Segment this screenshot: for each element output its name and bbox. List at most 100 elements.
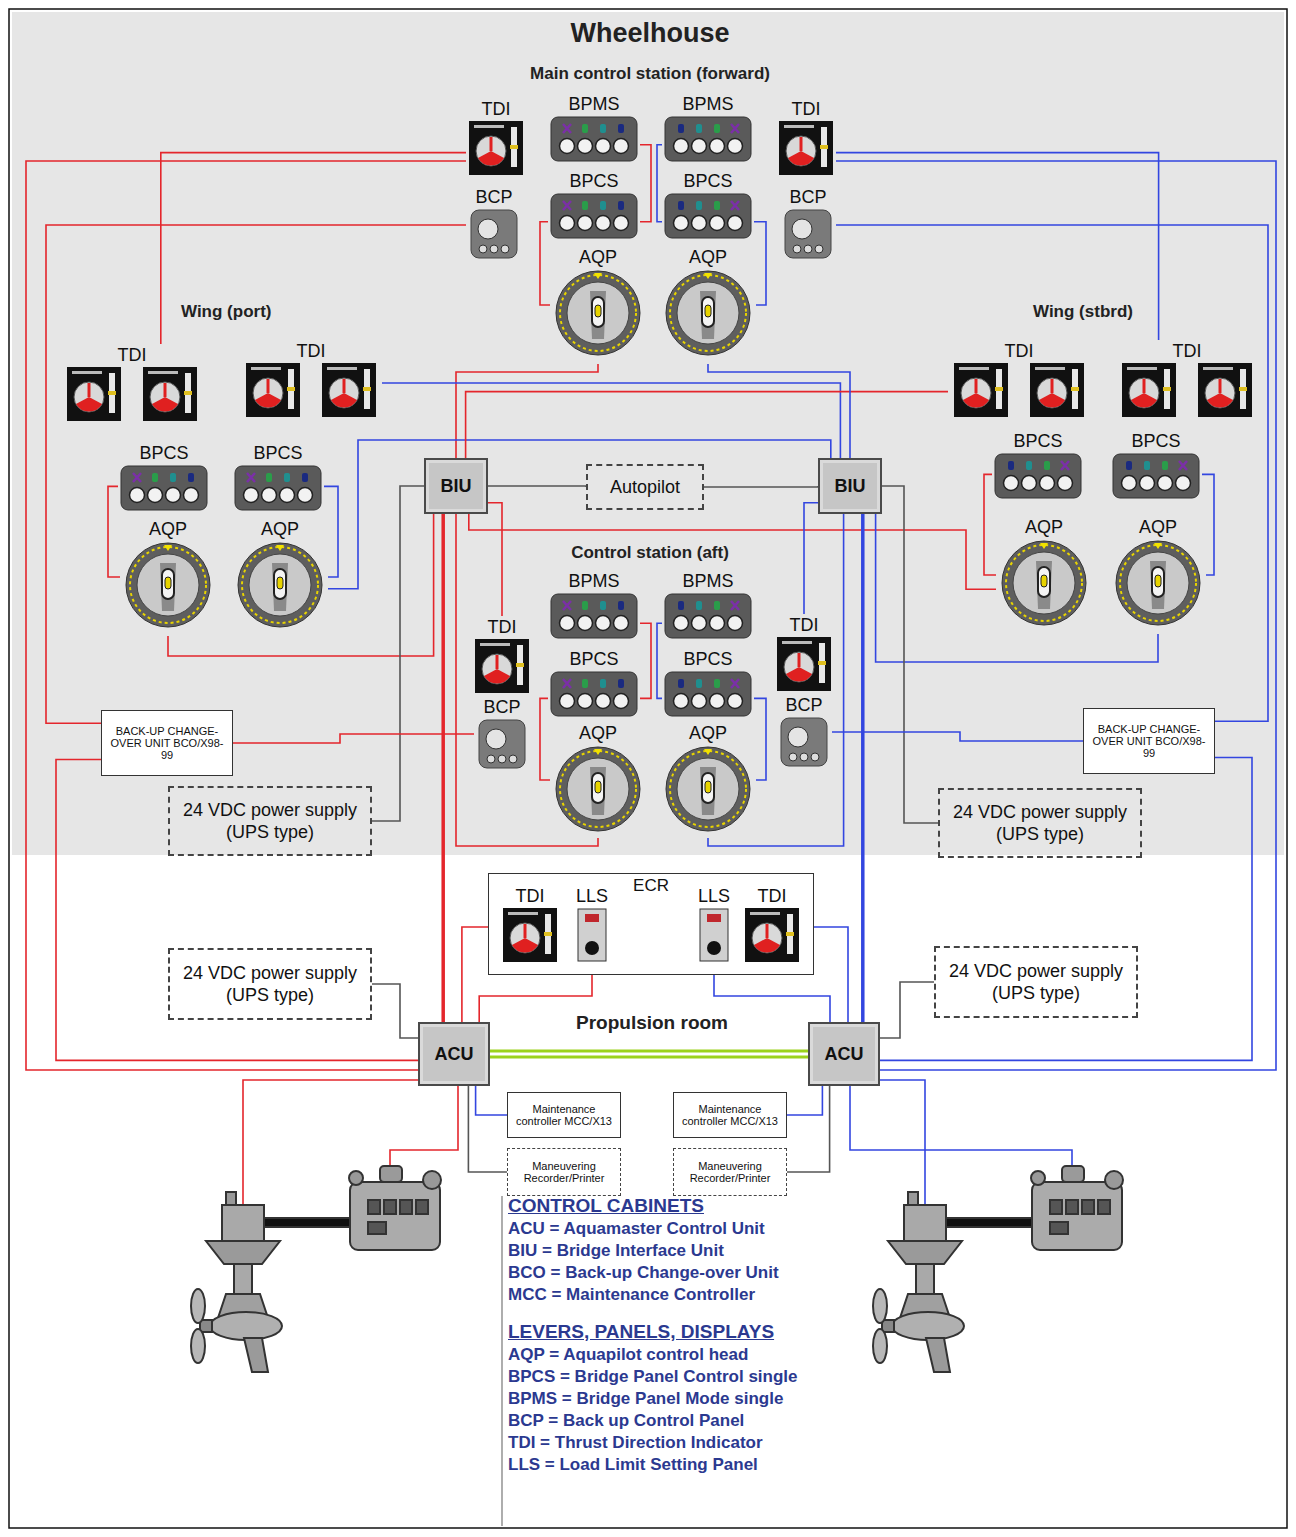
device-graphic bbox=[996, 539, 1092, 627]
device-label: AQP bbox=[686, 722, 730, 744]
aquapilot-head: AQP bbox=[1110, 516, 1206, 634]
aquapilot-head: AQP bbox=[232, 518, 328, 636]
tdi-display bbox=[777, 637, 831, 691]
wire bbox=[657, 623, 662, 698]
glossary-entry: BPCS = Bridge Panel Control single bbox=[508, 1366, 828, 1388]
wire bbox=[704, 486, 818, 487]
aquapilot-head: AQP bbox=[660, 722, 756, 838]
wire bbox=[488, 503, 502, 616]
connector bbox=[836, 153, 1159, 340]
title: Wheelhouse bbox=[567, 18, 732, 49]
aquapilot-head bbox=[1114, 539, 1202, 627]
stbd-thruster bbox=[873, 1166, 1123, 1372]
wheelhouse-ground bbox=[12, 12, 1284, 855]
device-graphic bbox=[948, 363, 1090, 417]
thrust-direction-indicator: TDI bbox=[501, 885, 559, 969]
wire bbox=[836, 225, 1268, 721]
connector bbox=[657, 623, 662, 698]
outer-frame bbox=[9, 9, 1287, 1528]
tdi-display bbox=[1122, 363, 1176, 417]
box-text: 24 VDC power supply (UPS type) bbox=[936, 958, 1136, 1006]
connector bbox=[787, 1086, 830, 1172]
aquapilot-head: AQP bbox=[550, 246, 646, 364]
device-label: TDI bbox=[513, 885, 548, 907]
wire bbox=[476, 1086, 507, 1115]
bridge-panel: BPCS bbox=[1110, 430, 1202, 504]
panel-graphic bbox=[550, 671, 638, 717]
connector bbox=[476, 1086, 507, 1115]
bcp-graphic bbox=[478, 719, 526, 769]
connector bbox=[56, 760, 418, 1061]
tdi-pair: TDI bbox=[240, 340, 382, 426]
wire bbox=[1202, 474, 1214, 575]
lls-graphic bbox=[577, 908, 607, 962]
device-graphic bbox=[693, 908, 735, 962]
controller-box: Maintenance controller MCC/X13 bbox=[507, 1092, 621, 1138]
wire bbox=[456, 364, 598, 458]
wire bbox=[787, 1086, 830, 1172]
grey-wire bbox=[501, 1196, 502, 1526]
device-label: BPCS bbox=[136, 442, 191, 464]
recorder-box: Maneuvering Recorder/Printer bbox=[507, 1148, 621, 1196]
load-limit-panel: LLS bbox=[571, 885, 613, 969]
connector bbox=[640, 145, 651, 222]
connector bbox=[714, 969, 830, 1022]
bridge-panel: BPCS bbox=[992, 430, 1084, 504]
device-label: BPCS bbox=[1010, 430, 1065, 452]
device-graphic bbox=[662, 116, 754, 162]
device-graphic bbox=[501, 908, 559, 962]
panel-graphic bbox=[664, 193, 752, 239]
power-supply-box: 24 VDC power supply (UPS type) bbox=[938, 788, 1142, 858]
power-supply-box: 24 VDC power supply (UPS type) bbox=[168, 786, 372, 856]
wire bbox=[56, 760, 418, 1061]
device-label: AQP bbox=[686, 246, 730, 268]
connector bbox=[108, 486, 120, 577]
glossary-entry: LLS = Load Limit Setting Panel bbox=[508, 1454, 828, 1476]
tdi-display bbox=[1198, 363, 1252, 417]
device-label: BPMS bbox=[565, 570, 622, 592]
tdi-display bbox=[67, 367, 121, 421]
device-label: TDI bbox=[479, 98, 514, 120]
box-text: Maintenance controller MCC/X13 bbox=[508, 1101, 620, 1129]
interface-unit: BIU bbox=[818, 458, 882, 514]
tdi-display bbox=[779, 121, 833, 175]
panel-graphic bbox=[1112, 453, 1200, 499]
tdi-display bbox=[246, 363, 300, 417]
device-graphic bbox=[662, 671, 754, 717]
device-graphic bbox=[60, 367, 204, 421]
wire bbox=[468, 1086, 507, 1172]
wire bbox=[328, 440, 831, 589]
connector bbox=[804, 503, 818, 614]
wire bbox=[754, 222, 766, 305]
device-graphic bbox=[662, 193, 754, 239]
wire bbox=[708, 364, 850, 458]
tdi-display bbox=[954, 363, 1008, 417]
device-graphic bbox=[774, 637, 834, 691]
wire bbox=[441, 514, 445, 1022]
connector bbox=[640, 623, 651, 698]
device-graphic bbox=[550, 745, 646, 833]
bridge-panel: BPMS bbox=[548, 570, 640, 646]
device-graphic bbox=[550, 269, 646, 357]
recorder-box: Maneuvering Recorder/Printer bbox=[673, 1148, 787, 1196]
box-text: 24 VDC power supply (UPS type) bbox=[170, 960, 370, 1008]
panel-graphic bbox=[550, 116, 638, 162]
device-label: LLS bbox=[695, 885, 733, 907]
aquapilot-head: AQP bbox=[120, 518, 216, 636]
region-label: Main control station (forward) bbox=[527, 64, 773, 84]
box-text: BACK-UP CHANGE-OVER UNIT BCO/X98-99 bbox=[1084, 721, 1214, 761]
wire bbox=[832, 732, 1083, 741]
connector bbox=[456, 364, 598, 458]
glossary-heading: LEVERS, PANELS, DISPLAYS bbox=[508, 1320, 828, 1344]
tdi-display bbox=[469, 121, 523, 175]
box-text: BIU bbox=[831, 474, 870, 499]
bridge-panel: BPMS bbox=[548, 93, 640, 167]
load-limit-panel: LLS bbox=[693, 885, 735, 969]
device-label: BPCS bbox=[680, 170, 735, 192]
device-label: AQP bbox=[258, 518, 302, 540]
device-graphic bbox=[548, 593, 640, 639]
connector bbox=[26, 161, 466, 1070]
connector bbox=[754, 222, 766, 305]
device-graphic bbox=[472, 639, 532, 693]
glossary: CONTROL CABINETSACU = Aquamaster Control… bbox=[508, 1194, 828, 1476]
